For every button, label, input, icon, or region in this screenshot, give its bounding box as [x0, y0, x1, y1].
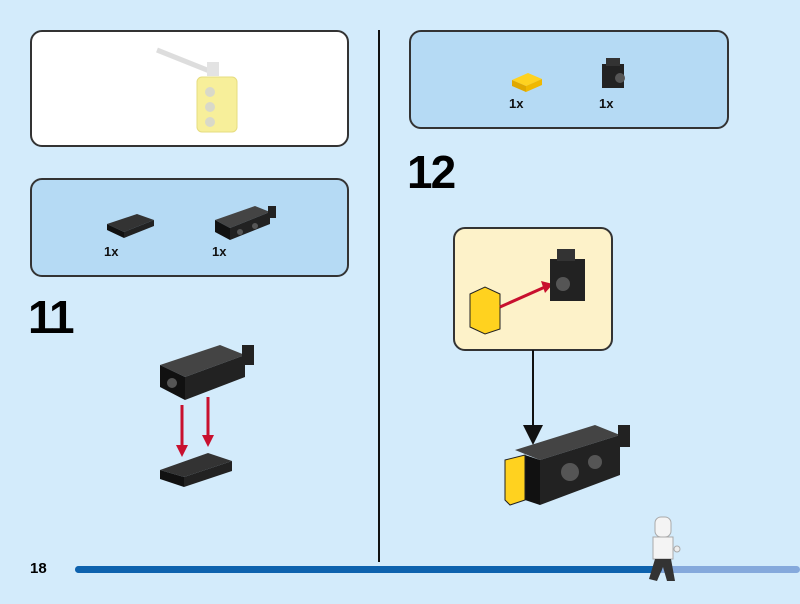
sub-assembly-callout	[453, 227, 613, 351]
part-qty: 1x	[599, 96, 614, 111]
part-qty: 1x	[509, 96, 524, 111]
part-image-yellow-tile	[512, 73, 542, 92]
callout-illustration	[469, 249, 585, 335]
column-divider	[378, 30, 380, 562]
step-11-parts-list: 1x 1x	[30, 178, 349, 277]
part-qty: 1x	[104, 244, 119, 259]
part-image-black-brick	[602, 58, 625, 88]
page-number: 18	[30, 560, 47, 577]
step-12-parts-list: 1x 1x	[409, 30, 729, 129]
progress-fill	[75, 566, 663, 573]
part-qty: 1x	[212, 244, 227, 259]
previous-assembly-panel	[30, 30, 349, 147]
part-image-side-stud-brick	[215, 206, 276, 240]
step-number: 11	[28, 291, 75, 343]
part-image-plate	[107, 214, 154, 238]
assembly-preview-image	[156, 47, 238, 133]
step-11-illustration	[160, 345, 254, 487]
step-number: 12	[407, 146, 456, 198]
step-12-illustration	[504, 350, 630, 506]
minifigure-progress-marker-icon	[649, 516, 681, 581]
progress-bar	[75, 566, 800, 573]
